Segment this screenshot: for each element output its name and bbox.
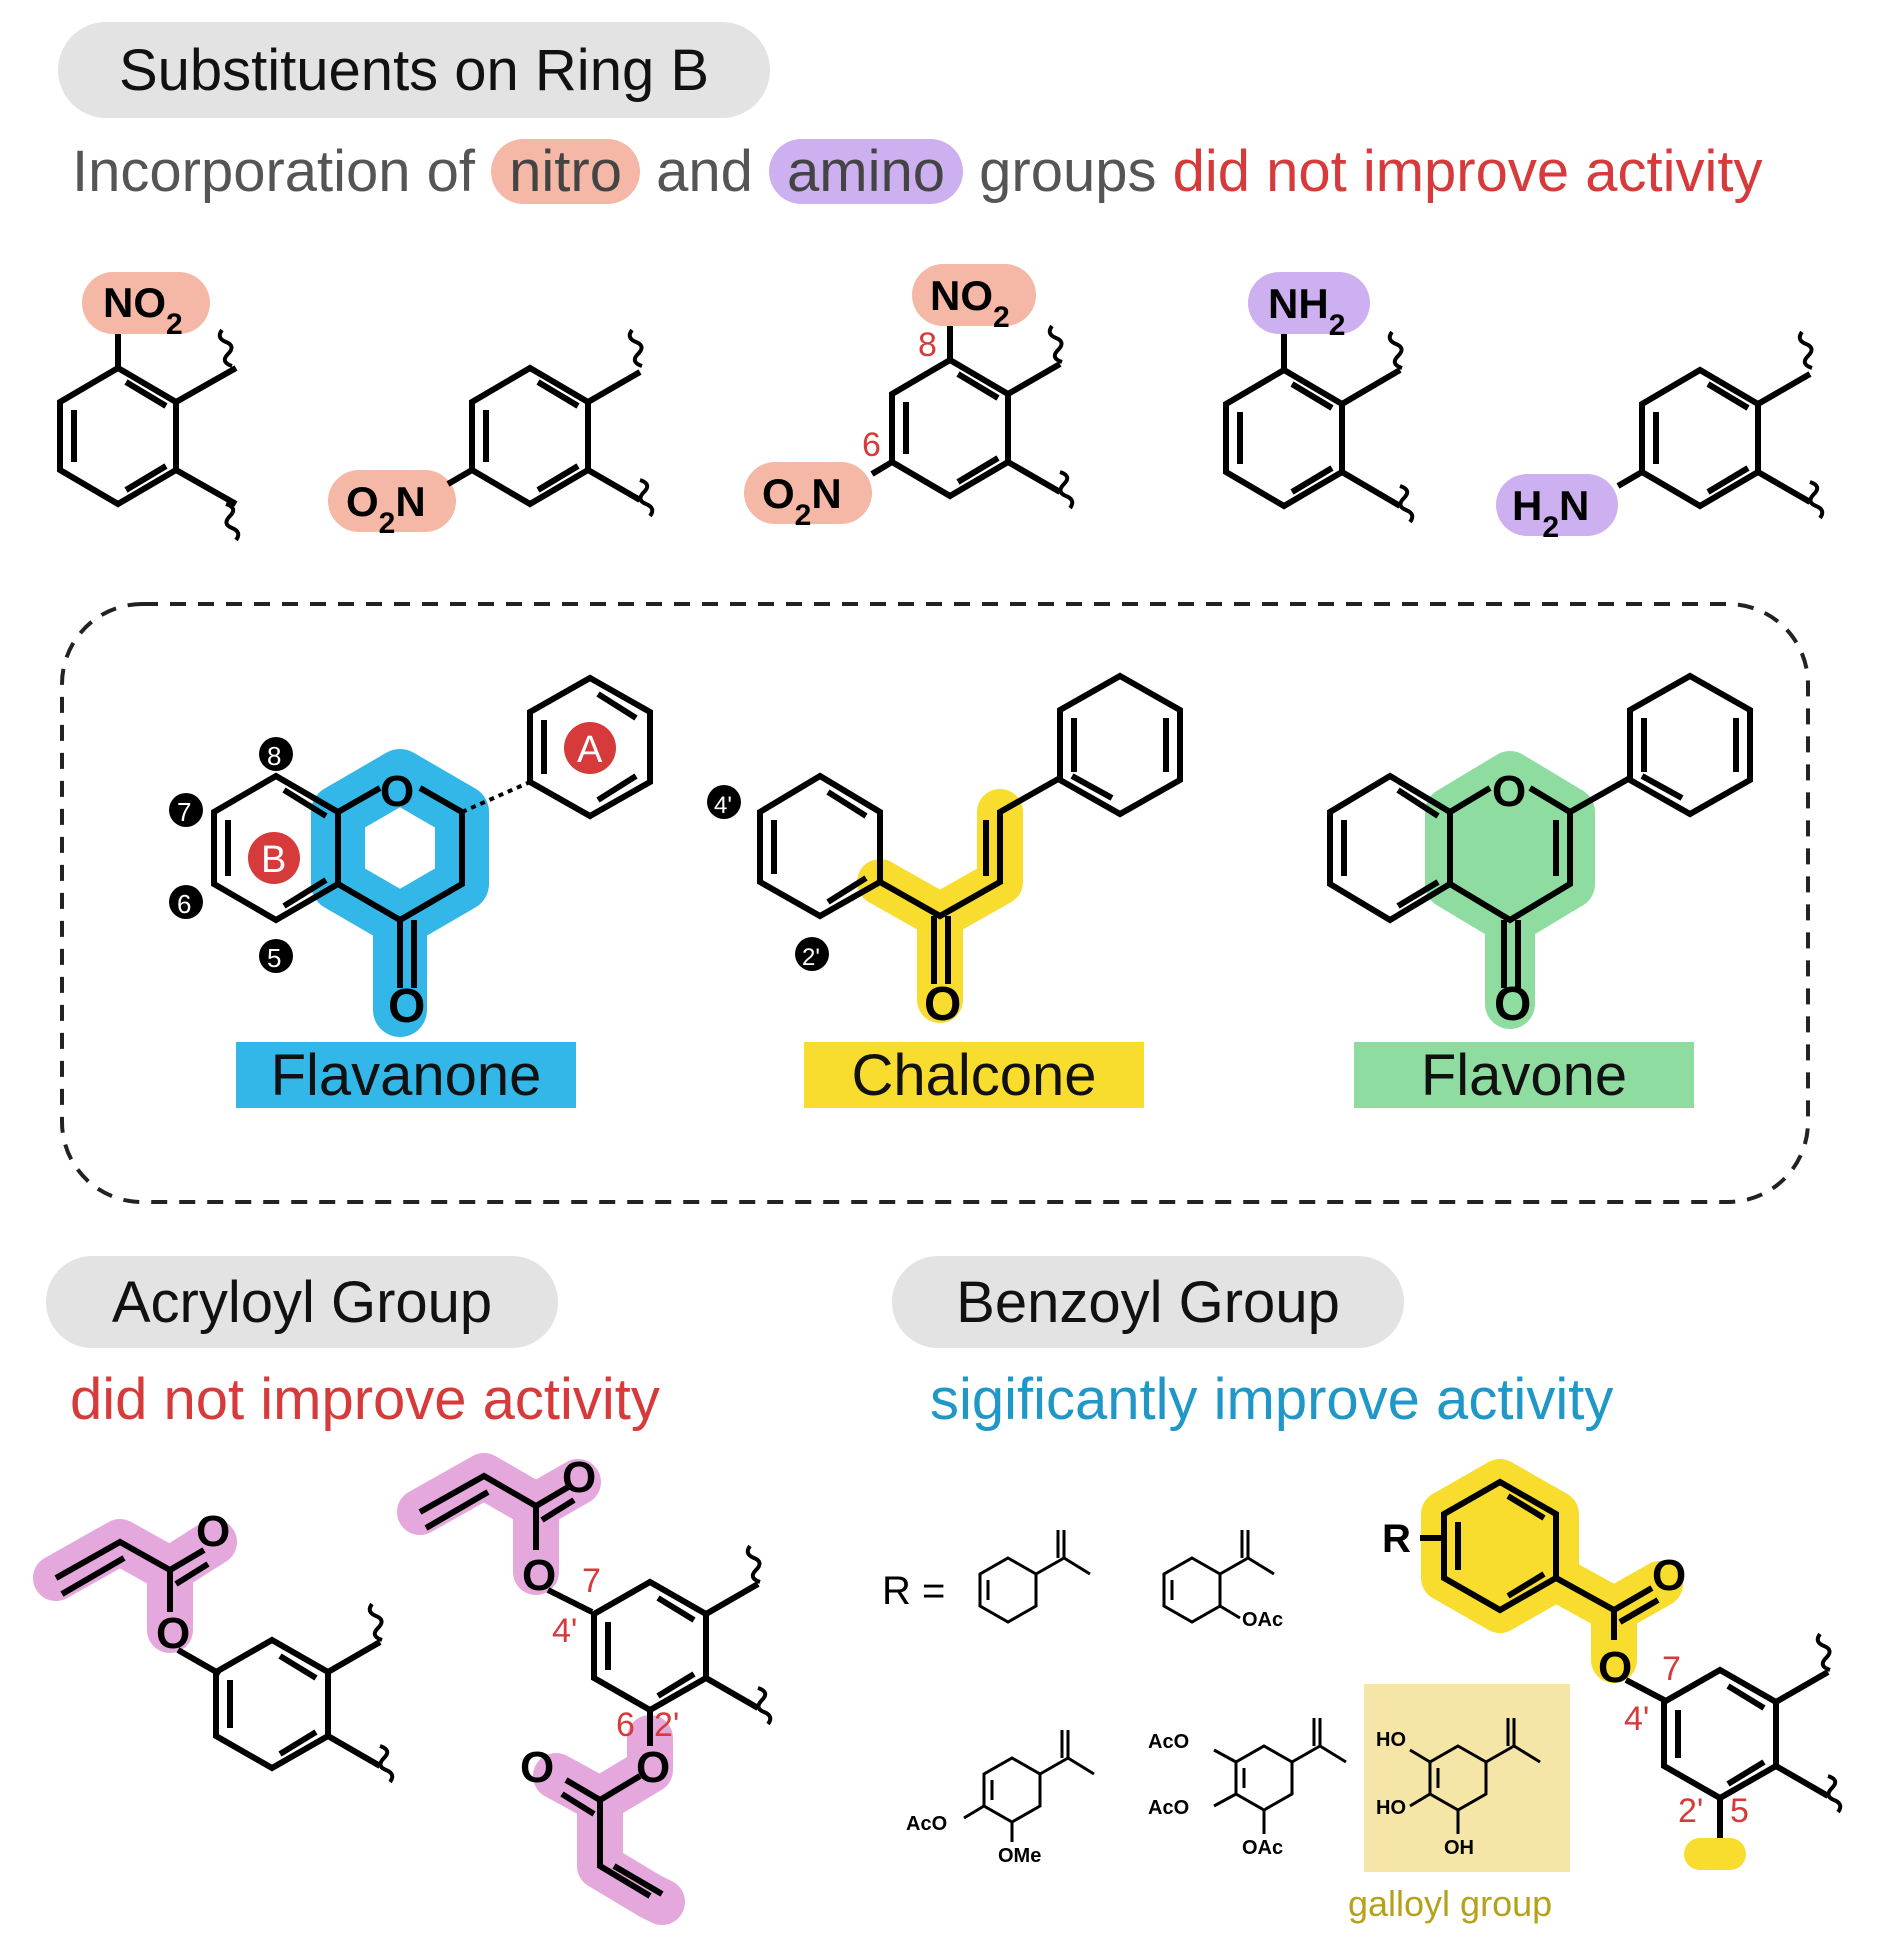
benzoyl-pos-4p: 4'	[1624, 1700, 1649, 1738]
oac-label-1: OAc	[1242, 1609, 1283, 1631]
nitro-ortho-structure	[57, 272, 241, 542]
aco-label-1: AcO	[906, 1813, 947, 1835]
acryloyl-o-carbonyl: O	[196, 1507, 230, 1556]
aco-label-3: AcO	[1148, 1797, 1189, 1819]
benzoyl-group-pill: Benzoyl Group	[892, 1256, 1404, 1348]
flavone-carbonyl-o: O	[1494, 978, 1531, 1031]
benzoyl-pos-5: 5	[1730, 1792, 1749, 1830]
ome-label: OMe	[998, 1845, 1041, 1867]
nitro-highlight-1	[82, 272, 210, 334]
aco-label-2: AcO	[1148, 1731, 1189, 1753]
dinitro-structure	[744, 264, 1075, 524]
acryloyl-pos-7: 7	[582, 1562, 601, 1600]
benzoyl-o-ester: O	[1598, 1643, 1632, 1692]
acryloyl2-o2: O	[522, 1551, 556, 1600]
ho-label-2: HO	[1376, 1797, 1406, 1819]
benzoyl-r-groups	[963, 1530, 1570, 1872]
acryloyl-di-structure: O O O O 7 4' 6 2'	[397, 1453, 773, 1925]
nitro-para-structure	[328, 328, 655, 532]
flavone-structure: O O	[1327, 672, 1753, 1031]
chalcone-label: Chalcone	[804, 1042, 1144, 1108]
flavone-label: Flavone	[1354, 1042, 1694, 1108]
flavanone-carbonyl-o: O	[388, 980, 425, 1033]
pos-4p-badge: 4'	[714, 792, 732, 819]
acryloyl-mono-structure: O O	[33, 1507, 395, 1784]
ring-a-label: A	[577, 729, 603, 771]
flavanone-structure: O O A B 8 7 6 5	[169, 674, 653, 1037]
flavanone-label: Flavanone	[236, 1042, 576, 1108]
acryloyl-pos-4p: 4'	[552, 1612, 577, 1650]
position-8-label: 8	[918, 326, 937, 364]
scaffold-box	[60, 602, 1810, 1204]
h2n-label-e: H2N	[1512, 482, 1589, 544]
pos-5-badge: 5	[267, 943, 281, 973]
pos-7-badge: 7	[177, 797, 191, 827]
ring-b-label: B	[261, 839, 286, 881]
no2-label-a: NO2	[103, 279, 183, 341]
acryloyl-pos-2p: 2'	[654, 1706, 679, 1744]
r-label: R	[1382, 1517, 1411, 1561]
benzoyl-pos-2p: 2'	[1678, 1792, 1703, 1830]
benzoyl-result: sigificantly improve activity	[930, 1367, 1614, 1432]
acryloyl-result: did not improve activity	[70, 1367, 660, 1432]
r-equals-label: R =	[882, 1569, 945, 1613]
nh2-label-d: NH2	[1268, 280, 1345, 342]
o2n-label-b: O2N	[346, 478, 426, 540]
pos-2p-badge: 2'	[802, 944, 820, 971]
pos-6-badge: 6	[177, 889, 191, 919]
acryloyl-pos-6: 6	[616, 1706, 635, 1744]
o2n-label-c: O2N	[762, 470, 842, 532]
chalcone-structure: O 4' 2'	[707, 672, 1183, 1031]
pos-8-badge: 8	[267, 741, 281, 771]
note-result: did not improve activity	[1172, 139, 1763, 204]
acryloyl2-o3: O	[636, 1743, 670, 1792]
benzoyl-o-carbonyl: O	[1652, 1551, 1686, 1600]
benzoyl-ester-structure: R O O 7 4' 2' 5	[1382, 1459, 1843, 1870]
acryloyl2-o1: O	[562, 1453, 596, 1502]
acryloyl-group-pill: Acryloyl Group	[46, 1256, 558, 1348]
ho-label-1: HO	[1376, 1729, 1406, 1751]
benzoyl-pos-7: 7	[1662, 1650, 1681, 1688]
note-prefix: Incorporation of	[72, 139, 476, 204]
nitro-highlight: nitro	[491, 139, 640, 204]
note-and: and	[656, 139, 753, 204]
substituents-ring-b-pill: Substituents on Ring B	[58, 22, 770, 118]
acryloyl2-o4: O	[520, 1743, 554, 1792]
oh-label: OH	[1444, 1837, 1474, 1859]
position-6-label: 6	[862, 426, 881, 464]
oac-label-2: OAc	[1242, 1837, 1283, 1859]
flavanone-o-label: O	[380, 767, 414, 816]
flavone-o-label: O	[1492, 767, 1526, 816]
acryloyl-o-ester: O	[156, 1609, 190, 1658]
amino-para-structure	[1496, 330, 1825, 536]
galloyl-caption: galloyl group	[1348, 1883, 1552, 1924]
amino-highlight: amino	[769, 139, 963, 204]
header-note: Incorporation of nitro and amino groups …	[72, 138, 1763, 205]
chalcone-carbonyl-o: O	[924, 978, 961, 1031]
no2-label-c: NO2	[930, 272, 1010, 334]
amino-ortho-structure	[1223, 272, 1415, 524]
note-groups: groups	[979, 139, 1157, 204]
